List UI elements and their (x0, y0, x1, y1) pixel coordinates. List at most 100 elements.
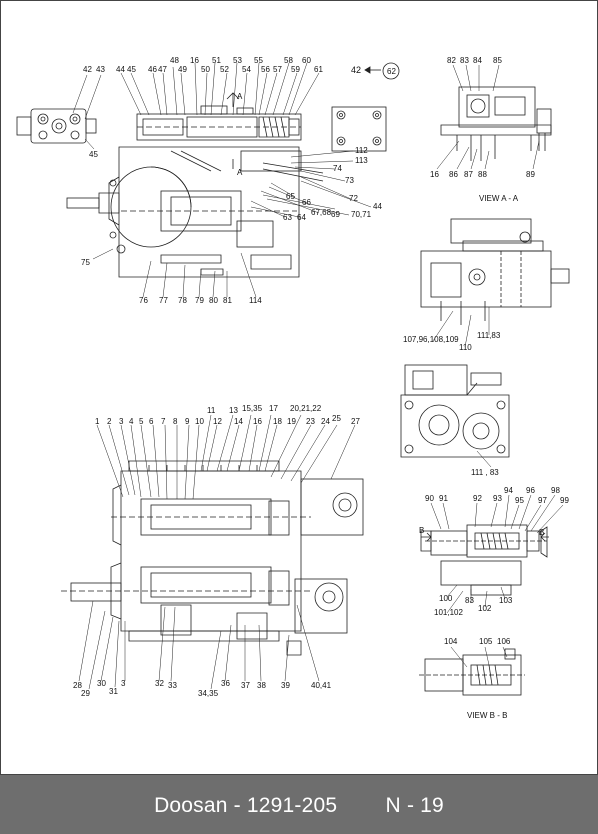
drawing-pump-right-middle (420, 218, 570, 325)
callout-valve-right-0: 90 (425, 494, 434, 503)
callout-main-top-12: 13 (229, 406, 238, 415)
drawing-main-cross-section (61, 460, 364, 656)
callout-top-left-1: 43 (96, 65, 105, 74)
callout-top-left-4: 45 (127, 65, 136, 74)
callout-valve-bb-0: 104 (444, 637, 458, 646)
footer-text: Doosan - 1291-205 N - 19 (0, 794, 598, 818)
callout-top-right-4: 16 (430, 170, 439, 179)
callout-main-top-22: 25 (332, 414, 341, 423)
callout-top-side-1: 113 (355, 156, 368, 165)
callout-main-top-16: 17 (269, 404, 278, 413)
callout-main-bottom-8: 36 (221, 679, 230, 688)
view-aa-caption: VIEW A - A (479, 194, 519, 203)
callout-top-left-20: 60 (302, 56, 311, 65)
drawing-part-42-43-45 (16, 108, 97, 144)
callout-valve-right-10: 100 (439, 594, 453, 603)
circle-ref-62: 62 (387, 67, 396, 76)
arrow-ref-42: 42 (351, 65, 361, 75)
callout-top-side-12: 64 (297, 213, 306, 222)
callout-top-left-13: 53 (233, 56, 242, 65)
callout-main-bottom-3: 31 (109, 687, 118, 696)
section-b-left: B (419, 526, 424, 535)
callout-top-side-9: 69 (331, 210, 340, 219)
callout-valve-right-4: 94 (504, 486, 513, 495)
callout-top-right-0: 82 (447, 56, 456, 65)
callout-main-top-10: 11 (207, 406, 216, 415)
callout-main-bottom-0: 28 (73, 681, 82, 690)
callout-main-top-19: 20,21,22 (290, 404, 322, 413)
callout-top-left-6: 47 (158, 65, 167, 74)
callout-top-left-12: 52 (220, 65, 229, 74)
drawing-view-bb (419, 648, 525, 696)
callout-main-top-3: 4 (129, 417, 134, 426)
callout-valve-bb-1: 105 (479, 637, 493, 646)
page-footer: Doosan - 1291-205 N - 19 (0, 775, 598, 834)
drawing-regulator-valve (420, 524, 548, 596)
callout-mid-right-0: 107,96,108,109 (403, 335, 459, 344)
callout-main-top-21: 24 (321, 417, 330, 426)
callout-top-left-8: 49 (178, 65, 187, 74)
callout-top-left-14: 54 (242, 65, 251, 74)
callout-valve-right-2: 92 (473, 494, 482, 503)
callout-main-bottom-9: 37 (241, 681, 250, 690)
callout-main-top-15: 16 (253, 417, 262, 426)
callout-top-left-10: 50 (201, 65, 210, 74)
callout-top-side-7: 66 (302, 198, 311, 207)
callout-top-left-7: 48 (170, 56, 179, 65)
callout-top-left-16: 56 (261, 65, 270, 74)
callout-top-side-8: 67,68 (311, 208, 332, 217)
section-markers (226, 92, 549, 542)
callout-main-top-5: 6 (149, 417, 154, 426)
callout-top-side-18: 80 (209, 296, 218, 305)
callout-valve-right-11: 83 (465, 596, 474, 605)
callout-top-right-8: 89 (526, 170, 535, 179)
callout-valve-right-12: 101,102 (434, 608, 463, 617)
callout-valve-right-7: 97 (538, 496, 547, 505)
callout-main-bottom-4: 3 (121, 679, 126, 688)
page-number: N - 19 (385, 794, 444, 817)
callout-main-top-17: 18 (273, 417, 282, 426)
callout-main-top-11: 12 (213, 417, 222, 426)
callout-main-top-2: 3 (119, 417, 124, 426)
callout-main-top-7: 8 (173, 417, 178, 426)
callout-top-side-19: 81 (223, 296, 232, 305)
callout-top-right-7: 88 (478, 170, 487, 179)
drawing-pump-side-view-upper (66, 146, 324, 278)
callout-main-top-0: 1 (95, 417, 100, 426)
callout-main-bottom-7: 34,35 (198, 689, 219, 698)
callout-valve-right-1: 91 (439, 494, 448, 503)
drawing-pump-rear-view (400, 364, 510, 458)
callout-main-bottom-6: 33 (168, 681, 177, 690)
callout-top-side-20: 114 (249, 296, 262, 305)
callout-main-top-18: 19 (287, 417, 296, 426)
callout-valve-right-14: 103 (499, 596, 513, 605)
drawing-cover-plate (331, 62, 400, 152)
view-bb-caption: VIEW B - B (467, 711, 507, 720)
callout-top-side-15: 77 (159, 296, 168, 305)
section-a-bottom: A (237, 168, 243, 177)
callout-top-side-5: 44 (373, 202, 382, 211)
hydraulic-pump-exploded-diagram: 4243454445464748491650515253545556575859… (16, 56, 570, 720)
callout-top-side-2: 74 (333, 164, 342, 173)
callout-top-right-2: 84 (473, 56, 482, 65)
callout-top-side-10: 70,71 (351, 210, 372, 219)
callout-top-side-16: 78 (178, 296, 187, 305)
callout-main-top-14: 15,35 (242, 404, 263, 413)
callout-top-side-4: 72 (349, 194, 358, 203)
callout-valve-right-8: 98 (551, 486, 560, 495)
callout-main-top-4: 5 (139, 417, 144, 426)
callout-top-left-2: 45 (89, 150, 98, 159)
callout-top-right-6: 87 (464, 170, 473, 179)
callout-main-top-9: 10 (195, 417, 204, 426)
callout-top-right-3: 85 (493, 56, 502, 65)
callout-top-side-13: 75 (81, 258, 90, 267)
callout-mid-right-2: 111,83 (477, 331, 501, 340)
callout-main-bottom-12: 40,41 (311, 681, 332, 690)
callout-main-top-13: 14 (234, 417, 243, 426)
callout-top-left-11: 51 (212, 56, 221, 65)
callout-top-right-5: 86 (449, 170, 458, 179)
callout-top-right-1: 83 (460, 56, 469, 65)
callout-top-left-9: 16 (190, 56, 199, 65)
